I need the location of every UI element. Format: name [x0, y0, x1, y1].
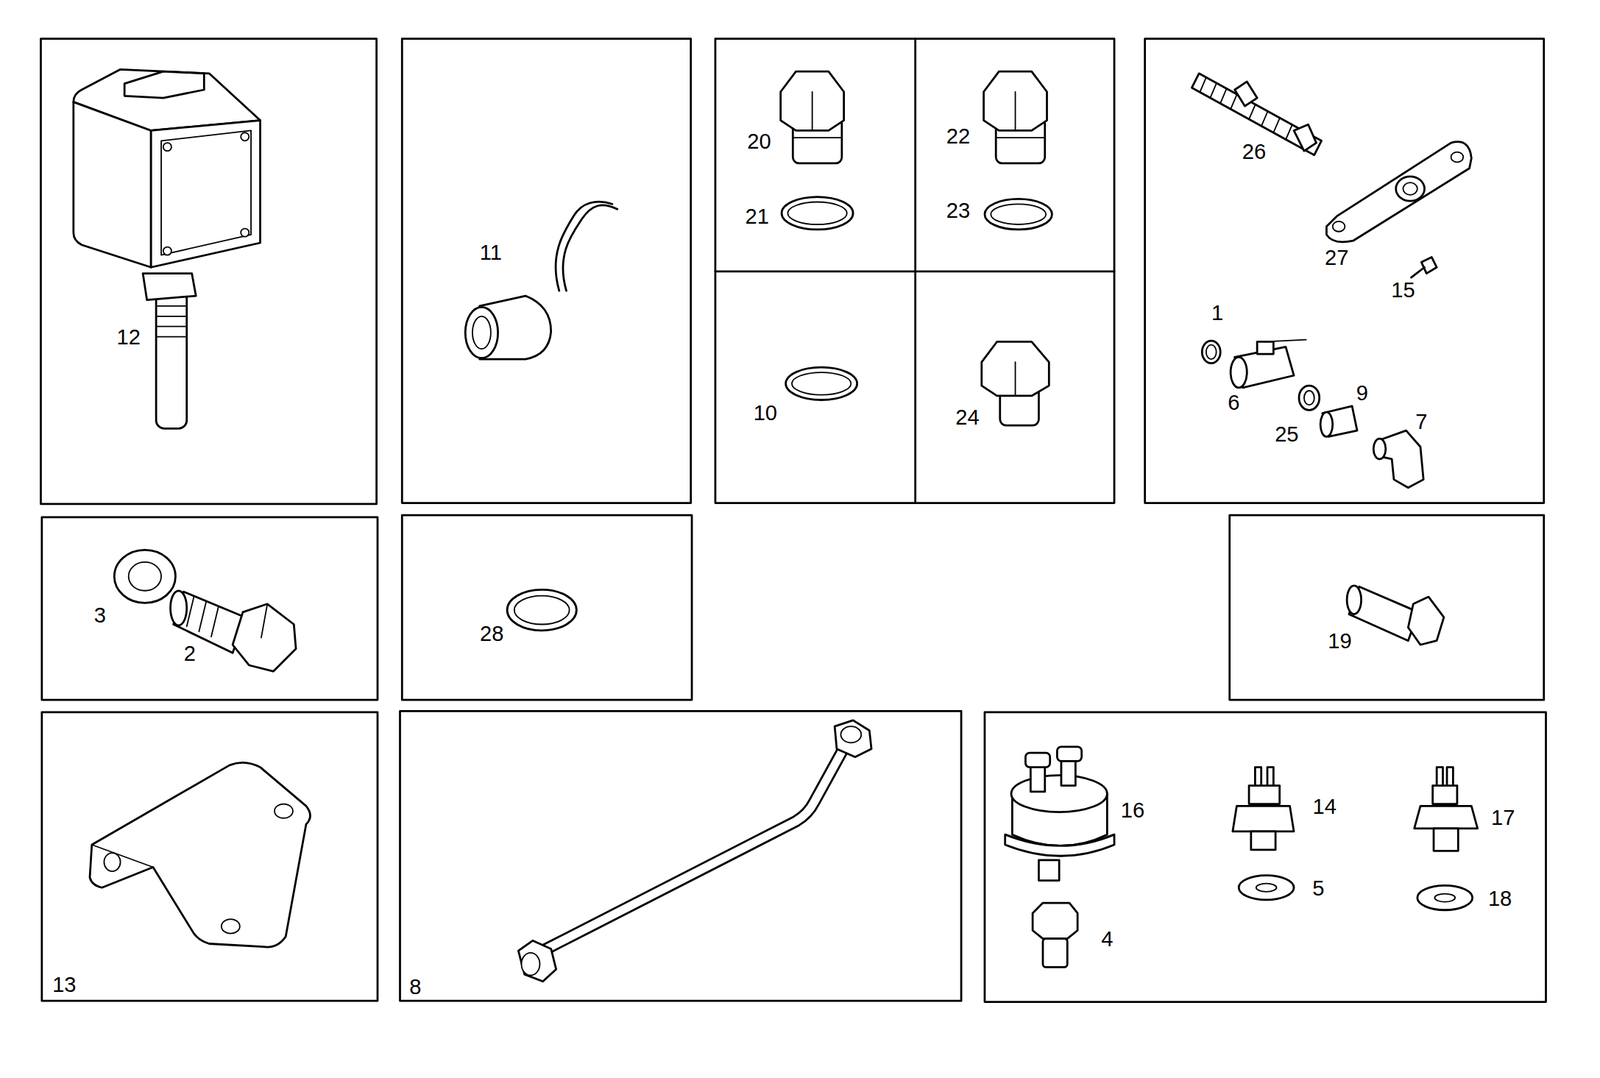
plugs-and-washers — [780, 71, 1053, 426]
callout-number: 2 — [183, 642, 196, 664]
washer-28 — [507, 589, 577, 630]
callout-number: 27 — [1324, 246, 1349, 268]
pipe — [518, 720, 872, 982]
bracket — [89, 762, 310, 948]
callout-number: 10 — [753, 401, 778, 424]
callout-number: 19 — [1327, 629, 1352, 652]
callout-number: 1 — [1211, 301, 1224, 324]
callout-number: 3 — [94, 604, 106, 626]
callout-number: 24 — [955, 406, 979, 429]
callout-number: 25 — [1274, 423, 1299, 445]
callout-number: 21 — [745, 205, 770, 227]
callout-number: 16 — [1120, 799, 1145, 821]
callout-number: 28 — [479, 622, 504, 644]
callout-number: 15 — [1390, 278, 1415, 301]
callout-number: 22 — [946, 125, 971, 147]
callout-number: 4 — [1101, 928, 1113, 950]
panel-frames — [40, 39, 1546, 1003]
senders-and-switches — [1005, 747, 1478, 968]
adapter-19 — [1346, 585, 1444, 645]
callout-number: 26 — [1242, 140, 1266, 162]
callout-number: 11 — [479, 241, 502, 263]
callout-number: 20 — [747, 130, 771, 152]
valve-assembly — [1191, 73, 1472, 488]
callout-number: 12 — [117, 326, 141, 348]
bolt-and-washer — [114, 549, 296, 672]
callout-number: 5 — [1312, 877, 1325, 899]
callout-number: 8 — [409, 975, 421, 998]
callout-number: 6 — [1227, 391, 1240, 413]
callout-number: 14 — [1312, 795, 1336, 817]
callout-number: 23 — [946, 199, 971, 221]
callout-number: 18 — [1488, 887, 1512, 909]
callout-number: 17 — [1491, 806, 1515, 828]
callout-number: 7 — [1415, 410, 1428, 433]
callout-number: 13 — [52, 973, 76, 996]
sensor-cable — [465, 201, 618, 360]
callout-number: 9 — [1356, 381, 1369, 404]
thermostat-switch — [73, 69, 261, 429]
